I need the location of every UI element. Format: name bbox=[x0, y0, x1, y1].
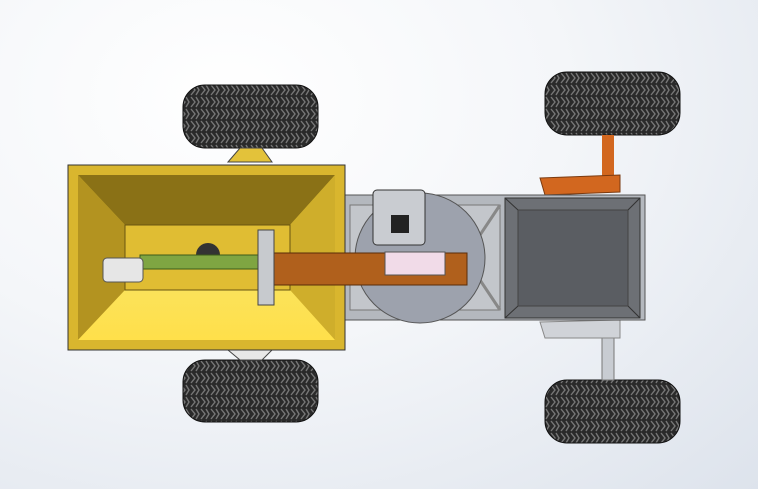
rear-suspension-bottom bbox=[539, 319, 621, 381]
wheel-rear-left bbox=[544, 71, 681, 136]
wheel-front-right bbox=[182, 359, 319, 423]
front-steering-link-top bbox=[226, 147, 273, 163]
wheel-front-left bbox=[182, 84, 319, 149]
rear-suspension-top bbox=[539, 135, 621, 196]
camera-mount bbox=[372, 189, 426, 246]
robot-arm bbox=[102, 229, 468, 306]
battery-box bbox=[504, 197, 641, 319]
wheel-rear-right bbox=[544, 379, 681, 444]
front-steering-link-bottom bbox=[226, 349, 274, 361]
